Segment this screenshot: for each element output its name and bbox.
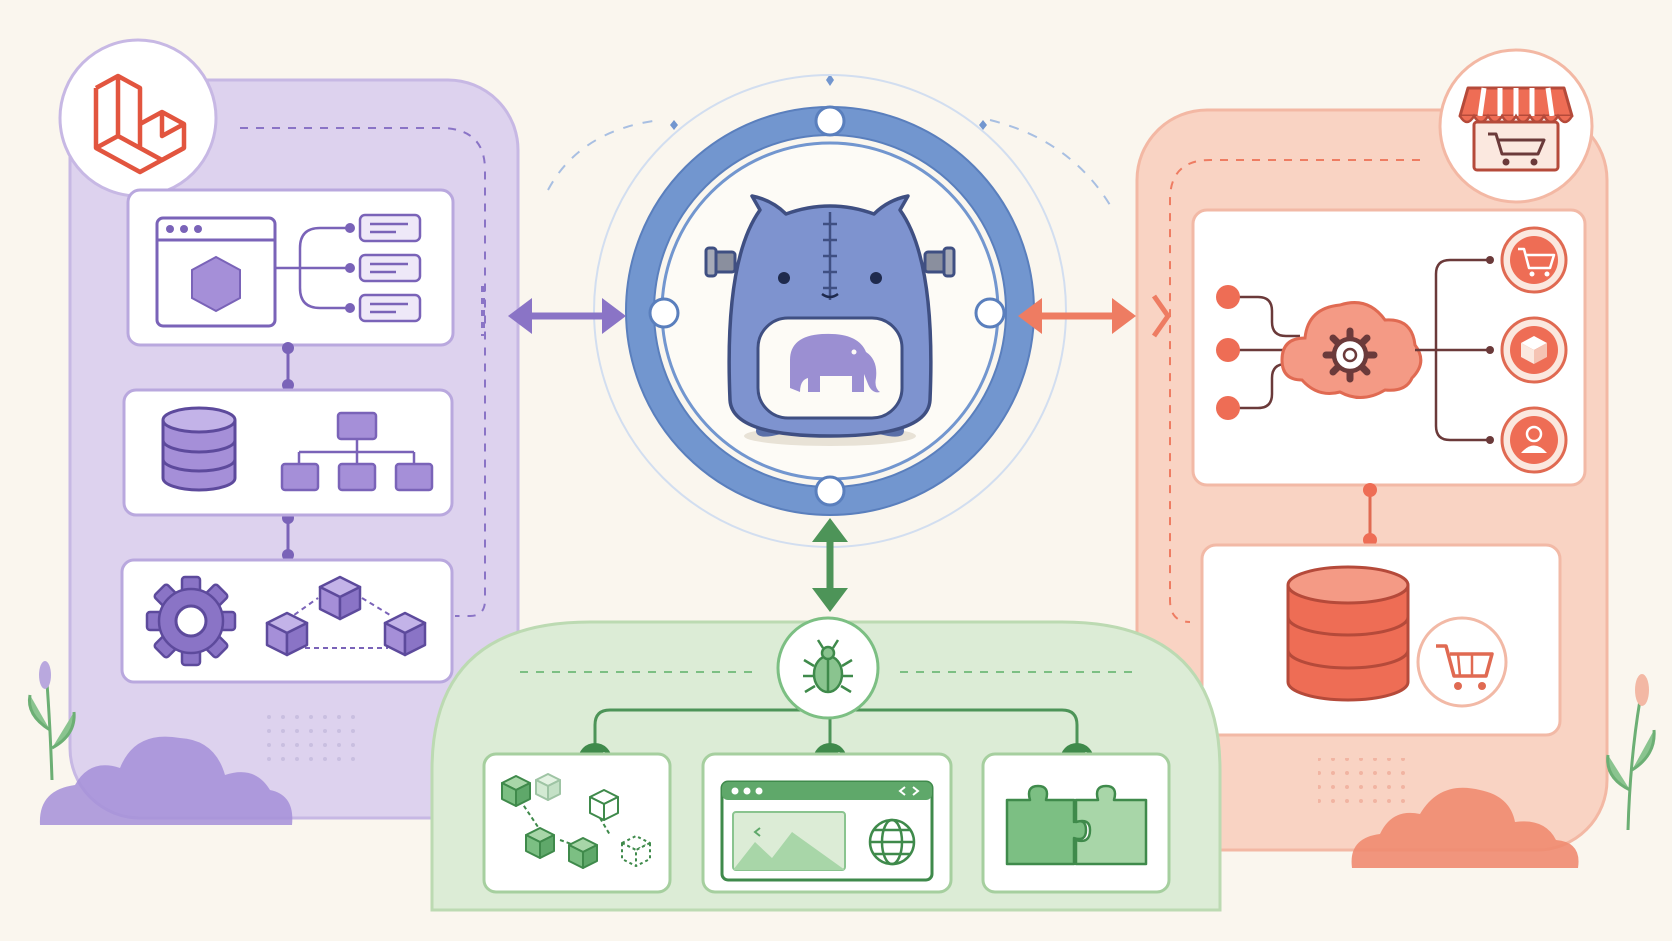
gear-icon (145, 575, 237, 667)
orbit-dashes (547, 119, 1111, 206)
hierarchy-icon (280, 411, 434, 492)
globe-icon (868, 818, 916, 866)
ecommerce-section-routing (1191, 208, 1587, 487)
testing-panel (430, 616, 1222, 912)
storefront-badge (1438, 48, 1594, 204)
output-connectors (1415, 258, 1490, 442)
plant-decoration-left (27, 661, 76, 781)
puzzle-icon (1005, 784, 1148, 866)
cubes-icon (501, 773, 651, 869)
database-icon (1286, 565, 1410, 702)
arrow-laravel-hub (481, 286, 626, 336)
mascot-icon (704, 194, 956, 446)
plant-decoration-right (1606, 674, 1656, 831)
central-hub (547, 74, 1111, 548)
database-icon (161, 406, 237, 492)
browser-icon (720, 780, 934, 882)
arrow-hub-ecommerce (1018, 294, 1172, 338)
hub-ring-nodes (648, 105, 1006, 507)
mascot-bolt-right (923, 246, 956, 278)
cart-badge-icon (1416, 616, 1508, 708)
laravel-cloud-decoration (39, 736, 293, 825)
testing-card-cubes (482, 752, 672, 894)
ecommerce-section-database (1200, 543, 1562, 737)
ecommerce-panel (1135, 48, 1656, 868)
app-node-list (358, 213, 422, 323)
laravel-panel (27, 38, 520, 825)
ecommerce-cloud-decoration (1351, 787, 1579, 868)
bug-badge (776, 616, 880, 720)
user-output-icon (1500, 406, 1568, 474)
mascot-bolt-left (704, 246, 737, 278)
web-app-window-icon (155, 216, 277, 328)
cubes-network-icon (265, 575, 427, 657)
laravel-logo-icon (93, 73, 187, 175)
testing-card-puzzle (981, 752, 1171, 894)
package-output-icon (1500, 316, 1568, 384)
arrow-hub-testing (812, 518, 848, 612)
elephant-icon (790, 333, 880, 393)
testing-card-browser (701, 752, 953, 894)
bug-icon (803, 639, 853, 694)
laravel-section-app (126, 188, 455, 347)
storefront-icon (1458, 86, 1574, 172)
laravel-dot-grid (265, 712, 355, 768)
ecommerce-dot-grid (1318, 758, 1414, 806)
laravel-section-services (120, 558, 454, 684)
laravel-logo-badge (58, 38, 218, 198)
ecommerce-dashed-path (1169, 159, 1420, 623)
cart-output-icon (1500, 226, 1568, 294)
cloud-gear-icon (1280, 301, 1423, 399)
laravel-section-database (122, 388, 454, 517)
